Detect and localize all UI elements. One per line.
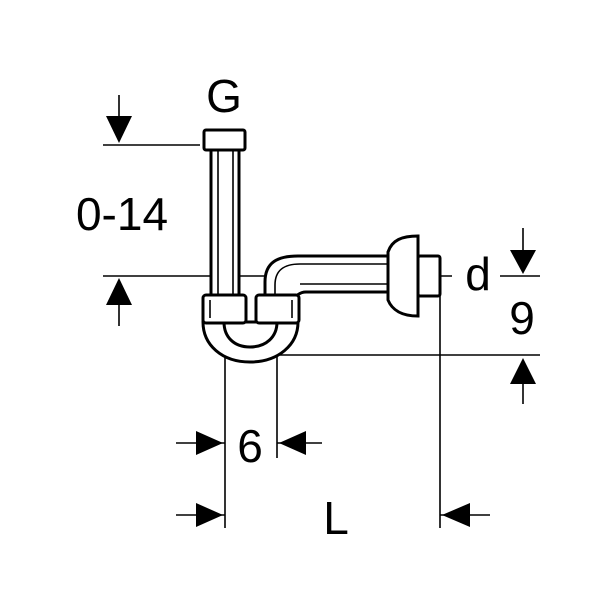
- outlet-bend-inner: [274, 263, 390, 298]
- arrow-down-9: [510, 250, 536, 274]
- arrow-down-0-14: [106, 116, 132, 143]
- arrow-left-l: [442, 503, 470, 527]
- inlet-tube: [209, 148, 241, 300]
- arrow-right-l: [196, 503, 223, 527]
- arrow-up-9: [510, 358, 536, 384]
- label-six: 6: [237, 420, 263, 472]
- label-d: d: [465, 248, 491, 300]
- wall-rosette: [386, 234, 420, 318]
- right-coupling-nut: [254, 293, 301, 325]
- arrow-right-6: [196, 431, 223, 455]
- arrow-up-0-14: [106, 278, 132, 305]
- label-height-range: 0-14: [76, 188, 168, 240]
- arrow-left-6: [279, 431, 306, 455]
- outlet-end-piece: [416, 254, 442, 298]
- left-coupling-nut: [201, 293, 248, 325]
- trap-bowl-inner: [222, 320, 279, 349]
- siphon-body: [201, 128, 442, 364]
- label-l: L: [323, 492, 349, 544]
- dimension-arrows: [106, 116, 536, 527]
- outlet-bend: [263, 254, 392, 302]
- label-g: G: [206, 70, 242, 122]
- dimension-lines: [103, 95, 540, 528]
- label-nine: 9: [509, 292, 535, 344]
- inlet-top-collar: [202, 128, 247, 152]
